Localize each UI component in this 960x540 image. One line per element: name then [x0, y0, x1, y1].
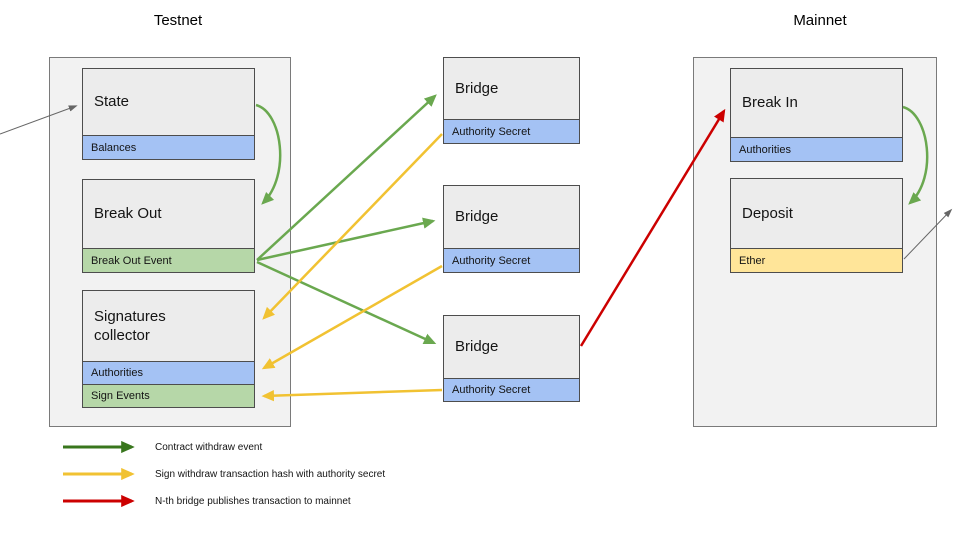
mainnet-title: Mainnet: [793, 12, 847, 29]
signatures-collector-node: Signatures collector Authorities Sign Ev…: [82, 290, 255, 408]
bridge-2-node-title: Bridge: [455, 208, 499, 226]
bridge-3-node: Bridge Authority Secret: [443, 315, 580, 402]
legend-green-arrow-icon: [63, 441, 135, 453]
legend-label-red: N-th bridge publishes transaction to mai…: [155, 495, 351, 507]
break-out-node-title: Break Out: [94, 205, 162, 223]
balances-sub: Balances: [83, 135, 254, 159]
legend-yellow-arrow-icon: [63, 468, 135, 480]
bridge-3-node-title: Bridge: [455, 338, 499, 356]
bridge-1-node: Bridge Authority Secret: [443, 57, 580, 144]
legend-row-red: N-th bridge publishes transaction to mai…: [62, 494, 351, 508]
legend-label-yellow: Sign withdraw transaction hash with auth…: [155, 468, 386, 480]
break-in-node-title: Break In: [742, 94, 798, 112]
authority-secret-sub-3: Authority Secret: [444, 378, 579, 401]
legend-row-yellow: Sign withdraw transaction hash with auth…: [62, 467, 385, 481]
bridge-2-node: Bridge Authority Secret: [443, 185, 580, 273]
state-node-title: State: [94, 93, 130, 111]
break-out-node: Break Out Break Out Event: [82, 179, 255, 273]
signatures-collector-node-title: Signatures collector: [94, 307, 166, 345]
break-in-node: Break In Authorities: [730, 68, 903, 162]
ether-sub: Ether: [731, 248, 902, 272]
authority-secret-sub-1: Authority Secret: [444, 119, 579, 143]
legend-label-green: Contract withdraw event: [155, 441, 263, 453]
authorities-sub-testnet: Authorities: [83, 361, 254, 384]
legend-red-arrow-icon: [63, 495, 135, 507]
authority-secret-sub-2: Authority Secret: [444, 248, 579, 272]
testnet-title: Testnet: [153, 12, 203, 29]
deposit-node: Deposit Ether: [730, 178, 903, 273]
bridge-1-node-title: Bridge: [455, 79, 499, 97]
deposit-node-title: Deposit: [742, 204, 793, 222]
legend-row-green: Contract withdraw event: [62, 440, 262, 454]
break-out-event-sub: Break Out Event: [83, 248, 254, 272]
authorities-sub-mainnet: Authorities: [731, 137, 902, 161]
state-node: State Balances: [82, 68, 255, 160]
sign-events-sub: Sign Events: [83, 384, 254, 407]
